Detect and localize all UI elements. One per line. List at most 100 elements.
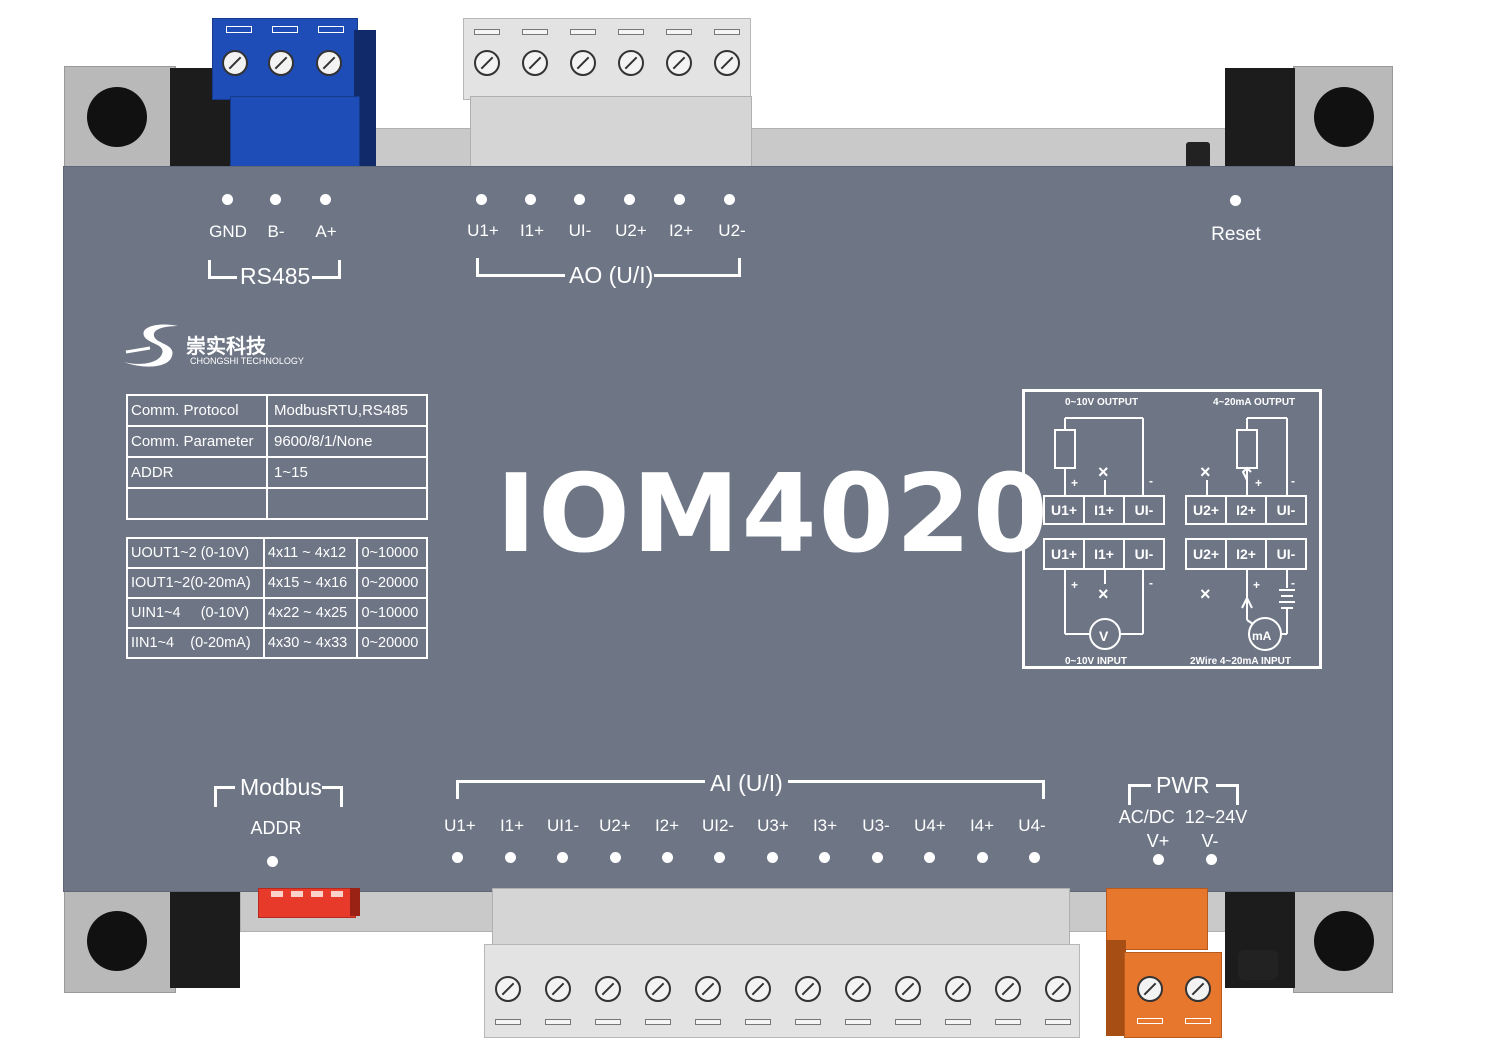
plus-sign: + (1071, 578, 1079, 592)
pin-dot (724, 194, 735, 205)
rs485-title: RS485 (240, 263, 311, 289)
screw-icon[interactable] (495, 976, 521, 1002)
screw-icon[interactable] (595, 976, 621, 1002)
screw-icon[interactable] (945, 976, 971, 1002)
ao-pin-label: U2- (718, 221, 746, 240)
pin-dot (320, 194, 331, 205)
dip-toggle[interactable] (311, 891, 323, 897)
screw-icon[interactable] (1045, 976, 1071, 1002)
terminal-slot (795, 1019, 821, 1025)
pwr-title: PWR (1156, 772, 1210, 798)
table-cell: 0~20000 (356, 627, 428, 659)
screw-icon[interactable] (666, 50, 692, 76)
modbus-bracket-right (322, 786, 343, 807)
ai-pin-label: UI2- (701, 816, 735, 835)
cross-icon: × (1200, 584, 1211, 604)
screw-icon[interactable] (1185, 976, 1211, 1002)
screw-icon[interactable] (995, 976, 1021, 1002)
ao-pin-label: U2+ (615, 221, 647, 240)
table-row: Comm. Parameter 9600/8/1/None (126, 425, 428, 458)
diagram-cell: I2+ (1225, 538, 1267, 570)
dip-toggle[interactable] (291, 891, 303, 897)
rs485-pin-label: B- (267, 222, 285, 241)
minus-sign: - (1291, 576, 1295, 590)
terminal-slot (474, 29, 500, 35)
terminal-slot (318, 26, 344, 33)
screw-icon[interactable] (570, 50, 596, 76)
ao-title: AO (U/I) (569, 262, 654, 288)
mount-hole-icon (87, 911, 147, 971)
ao-pin-label: I2+ (668, 221, 694, 240)
diagram-cell: U1+ (1043, 495, 1085, 525)
cross-icon: × (1098, 584, 1109, 604)
modbus-title: Modbus (240, 774, 322, 800)
screw-icon[interactable] (745, 976, 771, 1002)
ao-pin-label: U1+ (467, 221, 499, 240)
ai-pin-label: I3+ (812, 816, 838, 835)
screw-icon[interactable] (316, 50, 342, 76)
table-cell: IIN1~4 (0-20mA) (126, 627, 265, 659)
table-cell: 4x11 ~ 4x12 (262, 537, 359, 569)
rail-clip (1238, 950, 1278, 980)
ammeter-icon: mA (1252, 629, 1272, 643)
terminal-slot (495, 1019, 521, 1025)
screw-icon[interactable] (474, 50, 500, 76)
plus-sign: + (1071, 476, 1079, 490)
screw-icon[interactable] (645, 976, 671, 1002)
terminal-slot (745, 1019, 771, 1025)
table-cell (126, 487, 268, 520)
ao-bracket-left (476, 258, 565, 277)
terminal-slot (695, 1019, 721, 1025)
mount-hole-icon (87, 87, 147, 147)
reset-button-knob[interactable] (1186, 142, 1210, 170)
ai-pin-label: U3- (862, 816, 890, 835)
table-cell: 0~10000 (356, 537, 428, 569)
table-cell: UIN1~4 (0-10V) (126, 597, 265, 629)
screw-icon[interactable] (795, 976, 821, 1002)
table-row: UOUT1~2 (0-10V) 4x11 ~ 4x12 0~10000 (126, 537, 428, 569)
pin-dot (525, 194, 536, 205)
ao-bracket-right (654, 258, 741, 277)
screw-icon[interactable] (714, 50, 740, 76)
screw-icon[interactable] (522, 50, 548, 76)
ai-pin-label: I2+ (654, 816, 680, 835)
table-cell (266, 487, 428, 520)
address-dip-switch[interactable] (258, 888, 356, 918)
mount-ear-bottom-right (1293, 888, 1393, 993)
pin-dot (819, 852, 830, 863)
table-cell: UOUT1~2 (0-10V) (126, 537, 265, 569)
terminal-slot (1185, 1018, 1211, 1024)
screw-icon[interactable] (222, 50, 248, 76)
dip-toggle[interactable] (271, 891, 283, 897)
pin-dot (1153, 854, 1164, 865)
plus-sign: + (1253, 578, 1261, 592)
ai-pin-label: U3+ (757, 816, 789, 835)
ao-terminal-block (463, 18, 751, 100)
diagram-title: 0~10V OUTPUT (1065, 397, 1139, 408)
brand-name-en: CHONGSHI TECHNOLOGY (190, 356, 304, 366)
screw-icon[interactable] (1137, 976, 1163, 1002)
table-row: UIN1~4 (0-10V) 4x22 ~ 4x25 0~10000 (126, 597, 428, 629)
pin-dot (610, 852, 621, 863)
ao-terminal-base (470, 96, 752, 170)
pwr-sub-label: AC/DC 12~24V (1118, 807, 1248, 827)
pin-dot (452, 852, 463, 863)
screw-icon[interactable] (268, 50, 294, 76)
screw-icon[interactable] (618, 50, 644, 76)
screw-icon[interactable] (845, 976, 871, 1002)
diagram-title: 4~20mA OUTPUT (1213, 397, 1296, 408)
brand-s-logo-icon (124, 324, 178, 367)
ai-pin-label: UI1- (546, 816, 580, 835)
terminal-slot (1137, 1018, 1163, 1024)
dip-toggle[interactable] (331, 891, 343, 897)
ai-pin-label: I1+ (499, 816, 525, 835)
pin-dot (674, 194, 685, 205)
screw-icon[interactable] (545, 976, 571, 1002)
terminal-slot (226, 26, 252, 33)
screw-icon[interactable] (895, 976, 921, 1002)
pin-dot (557, 852, 568, 863)
screw-icon[interactable] (695, 976, 721, 1002)
table-cell: 4x30 ~ 4x33 (262, 627, 359, 659)
pwr-pin-label: V- (1201, 831, 1219, 851)
minus-sign: - (1149, 474, 1153, 488)
